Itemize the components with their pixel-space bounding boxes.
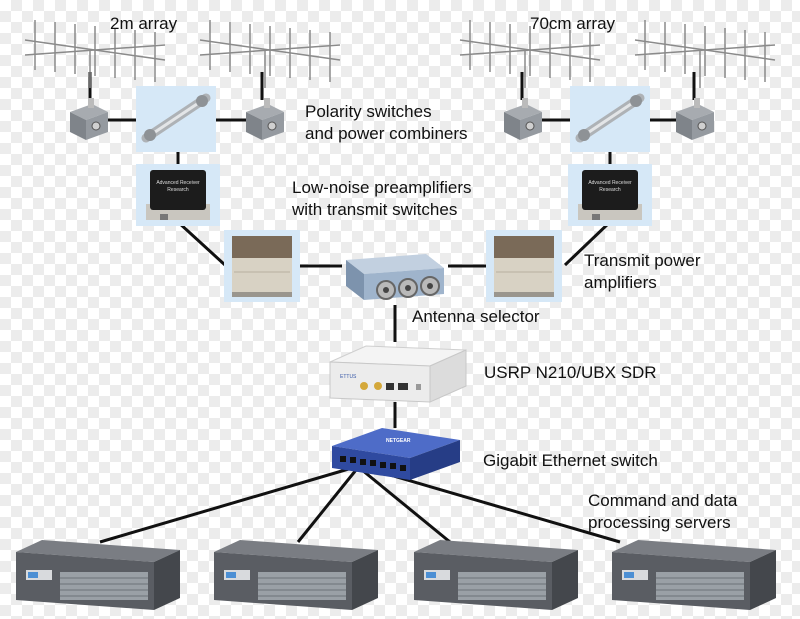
label-switch: Gigabit Ethernet switch (483, 451, 658, 470)
svg-text:Advanced Receiver: Advanced Receiver (588, 180, 632, 186)
server-icon (612, 540, 776, 610)
preamplifier-icon: Advanced Receiver Research (568, 164, 652, 226)
svg-text:Advanced Receiver: Advanced Receiver (156, 180, 200, 186)
svg-text:Research: Research (599, 187, 621, 193)
label-lna-line2: with transmit switches (292, 200, 458, 219)
polarity-switch-icon (70, 98, 108, 140)
label-tx-line1: Transmit power (584, 251, 701, 270)
svg-text:NETGEAR: NETGEAR (386, 438, 411, 444)
preamplifier-icon: Advanced Receiver Research (136, 164, 220, 226)
yagi-antenna-icon (634, 20, 776, 88)
label-antenna-selector: Antenna selector (412, 307, 540, 326)
power-combiner-icon (570, 86, 650, 152)
sdr-device-icon: ETTUS (329, 345, 467, 403)
network-switch-icon: NETGEAR (332, 428, 460, 480)
yagi-antenna-icon (24, 20, 166, 88)
label-polarity-line1: Polarity switches (305, 102, 432, 121)
link-switch-to-server-2 (296, 469, 358, 543)
polarity-switch-icon (246, 98, 284, 140)
antenna-selector-icon (346, 254, 444, 300)
server-icon (414, 540, 578, 610)
yagi-antenna-icon (459, 20, 601, 88)
label-tx-line2: amplifiers (584, 273, 657, 292)
label-servers-line1: Command and data (588, 491, 738, 510)
link-switch-to-server-3 (361, 468, 451, 544)
label-servers-line2: processing servers (588, 513, 731, 532)
label-sdr: USRP N210/UBX SDR (484, 363, 657, 382)
polarity-switch-icon (676, 98, 714, 140)
polarity-switch-icon (504, 98, 542, 140)
power-combiner-icon (136, 86, 216, 152)
svg-text:ETTUS: ETTUS (340, 374, 357, 380)
power-amplifier-icon (224, 230, 300, 302)
link-preamp-left-to-amp (176, 220, 227, 267)
link-preamp-right-to-amp (563, 220, 612, 267)
label-70cm-array: 70cm array (530, 14, 616, 33)
label-2m-array: 2m array (110, 14, 178, 33)
link-switch-to-server-1 (99, 466, 353, 544)
label-polarity-line2: and power combiners (305, 124, 468, 143)
svg-text:Research: Research (167, 187, 189, 193)
server-icon (16, 540, 180, 610)
yagi-antenna-icon (199, 20, 341, 88)
link-switch-to-server-4 (365, 466, 621, 544)
server-icon (214, 540, 378, 610)
label-lna-line1: Low-noise preamplifiers (292, 178, 472, 197)
power-amplifier-icon (486, 230, 562, 302)
